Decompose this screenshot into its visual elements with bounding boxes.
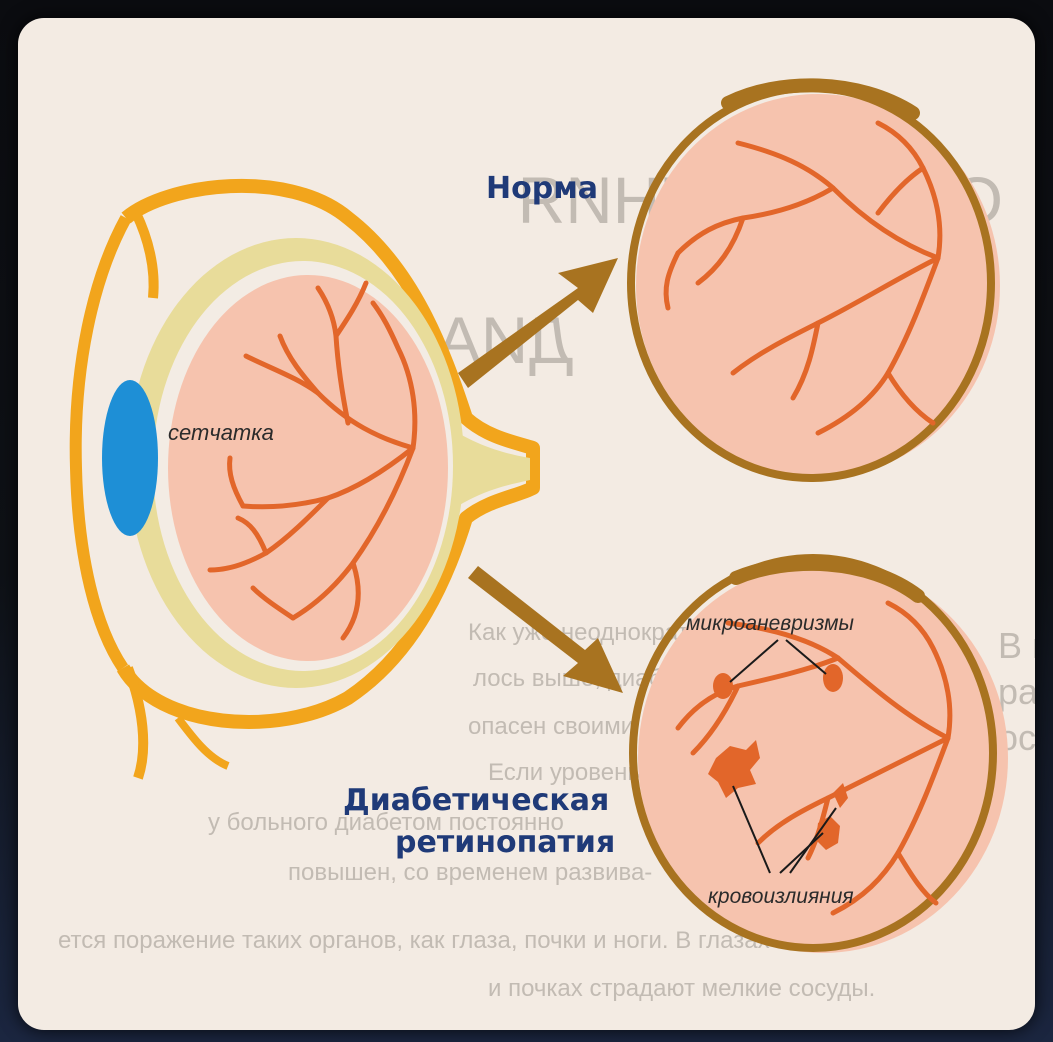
bg-side-heading-2: развиваются (998, 671, 1035, 712)
illustration-card: ОСЛОЖНЕНИЯ ДИАБЕТА В каких развиваются о… (18, 18, 1035, 1030)
retina-label: сетчатка (168, 420, 274, 445)
diabetic-label-line-1: Диабетическая (343, 783, 609, 818)
microaneurysm (823, 664, 843, 692)
diabetic-fundus: микроаневризмы кровоизлияния Диабетическ… (343, 558, 1008, 953)
bg-bottom-line-2: и почках страдают мелкие сосуды. (488, 975, 875, 1002)
lens (102, 380, 158, 536)
microaneurysms-label: микроаневризмы (686, 612, 855, 635)
normal-label: Норма (486, 171, 598, 206)
bg-side-heading-1: В каких (998, 625, 1035, 666)
bg-bottom-line-1: ется поражение таких органов, как глаза,… (58, 927, 770, 954)
outer-stroke-top (136, 213, 154, 298)
diabetic-label-line-2: ретинопатия (395, 825, 615, 860)
eye-diagram: ОСЛОЖНЕНИЯ ДИАБЕТА В каких развиваются о… (18, 18, 1035, 1030)
hemorrhages-label: кровоизлияния (708, 885, 854, 908)
eye-cross-section: сетчатка (76, 186, 533, 778)
microaneurysm (713, 673, 733, 699)
normal-fundus: Норма (486, 85, 1000, 478)
bg-para-line: повышен, со временем развива- (288, 859, 652, 886)
